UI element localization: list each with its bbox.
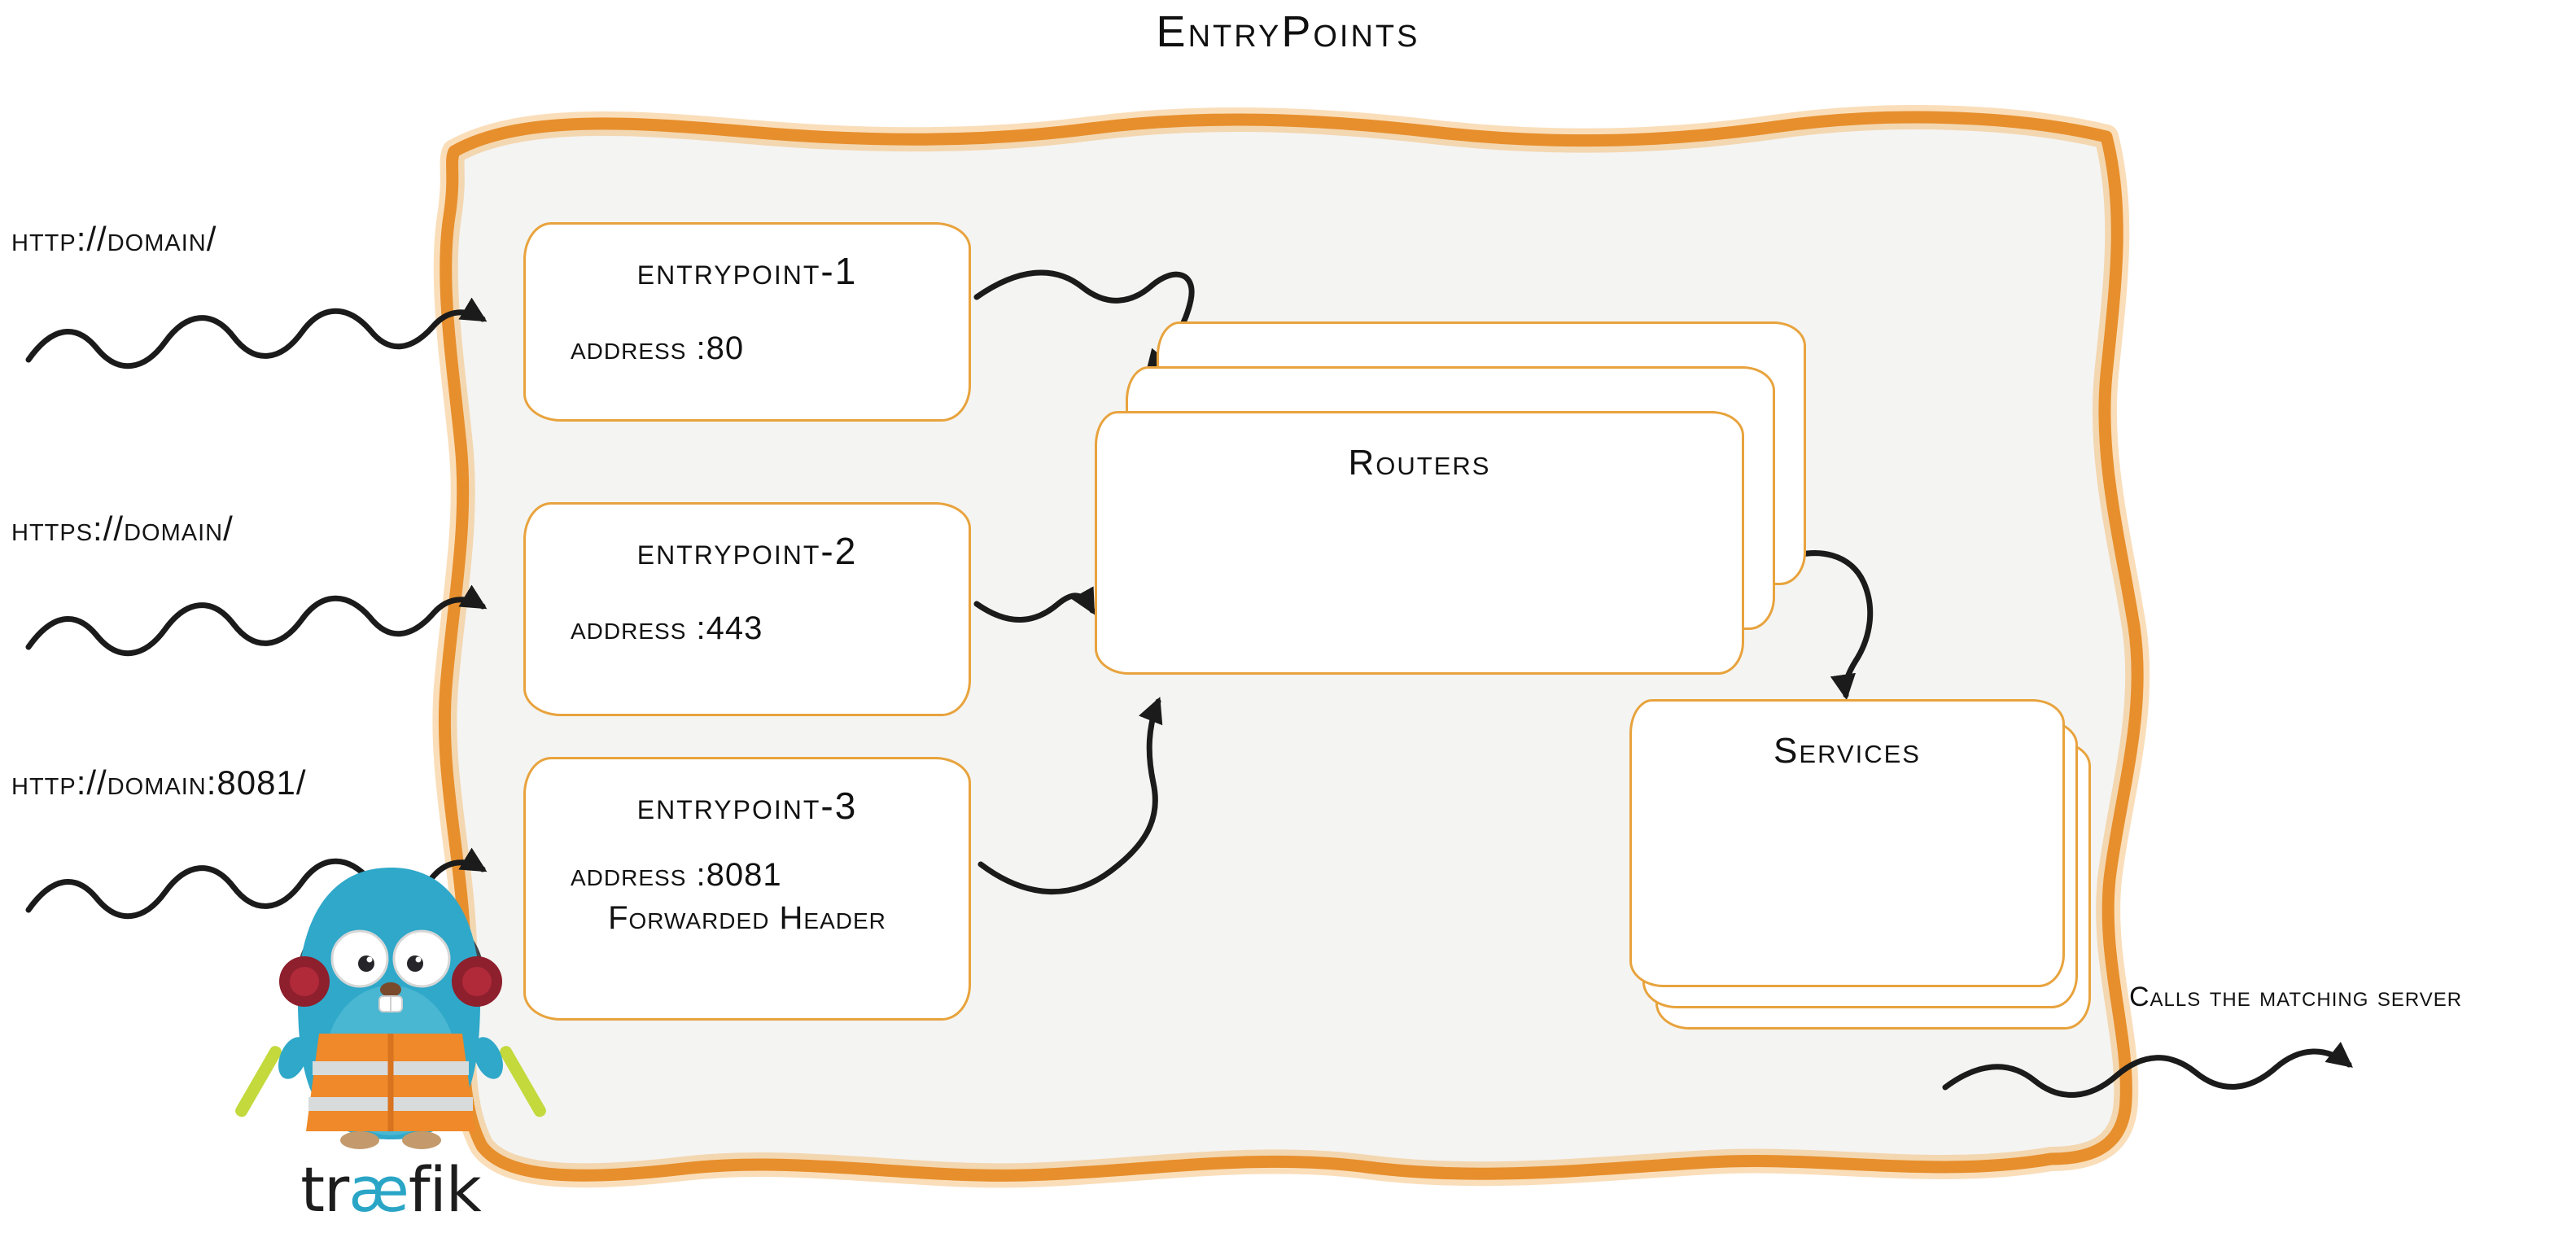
- routers-label: Routers: [1348, 443, 1491, 483]
- entrypoint-3-forwarded-header: Forwarded Header: [608, 900, 886, 936]
- gopher-eye-glint-left: [366, 956, 373, 963]
- request-label-http-8081: http://domain:8081/: [11, 763, 307, 802]
- logo-text-post: fik: [408, 1153, 482, 1226]
- gopher-pupil-left: [358, 955, 374, 972]
- entrypoint-3-address: address :8081: [571, 857, 782, 893]
- request-arrow-1: [28, 311, 483, 365]
- entrypoint-1-address: address :80: [571, 330, 745, 366]
- traefik-gopher-mascot: [235, 868, 546, 1149]
- gopher-arm-right: [474, 1037, 503, 1079]
- glow-sticks-icon: [235, 1046, 546, 1117]
- services-stack: Services: [1629, 699, 2097, 1034]
- arrow-routers-to-services: [1779, 550, 1874, 701]
- arrow-exit-to-server: [1942, 1042, 2353, 1098]
- entrypoint-3-name: entrypoint-3: [636, 785, 858, 827]
- request-arrow-2: [28, 598, 483, 653]
- logo-text-ae: æ: [348, 1153, 409, 1226]
- services-label: Services: [1773, 731, 1921, 771]
- routers-stack: Routers: [1095, 321, 1811, 684]
- entrypoint-1-name: entrypoint-1: [636, 250, 858, 292]
- request-arrows: [28, 311, 483, 916]
- gopher-foot-left: [340, 1131, 379, 1149]
- routers-box-front: Routers: [1095, 411, 1744, 675]
- entrypoint-3-box: entrypoint-3 address :8081 Forwarded Hea…: [523, 757, 971, 1021]
- headphone-cup-left-inner: [290, 967, 319, 996]
- entrypoint-1-box: entrypoint-1 address :80: [523, 222, 971, 422]
- gopher-nose: [380, 982, 401, 997]
- panel-border: [438, 111, 2144, 1182]
- services-box-front: Services: [1629, 699, 2065, 987]
- request-label-http: http://domain/: [11, 220, 217, 258]
- gopher-eye-glint-right: [415, 956, 422, 963]
- request-label-https: https://domain/: [11, 509, 234, 548]
- gopher-arm-left: [278, 1037, 308, 1079]
- entrypoint-2-name: entrypoint-2: [636, 530, 858, 572]
- arrow-entrypoint3-to-routers: [977, 697, 1163, 895]
- exit-note: Calls the matching server: [2129, 982, 2463, 1012]
- entrypoint-2-box: entrypoint-2 address :443: [523, 502, 971, 716]
- headphone-cup-right-inner: [462, 967, 492, 996]
- logo-text-pre: tr: [300, 1153, 349, 1226]
- entrypoint-2-address: address :443: [571, 610, 763, 646]
- traefik-logo-text: træfik: [262, 1159, 519, 1221]
- arrow-entrypoint2-to-routers: [973, 586, 1096, 623]
- gopher-foot-right: [402, 1131, 441, 1149]
- diagram-title: EntryPoints: [1156, 7, 1420, 56]
- gopher-pupil-right: [407, 955, 423, 972]
